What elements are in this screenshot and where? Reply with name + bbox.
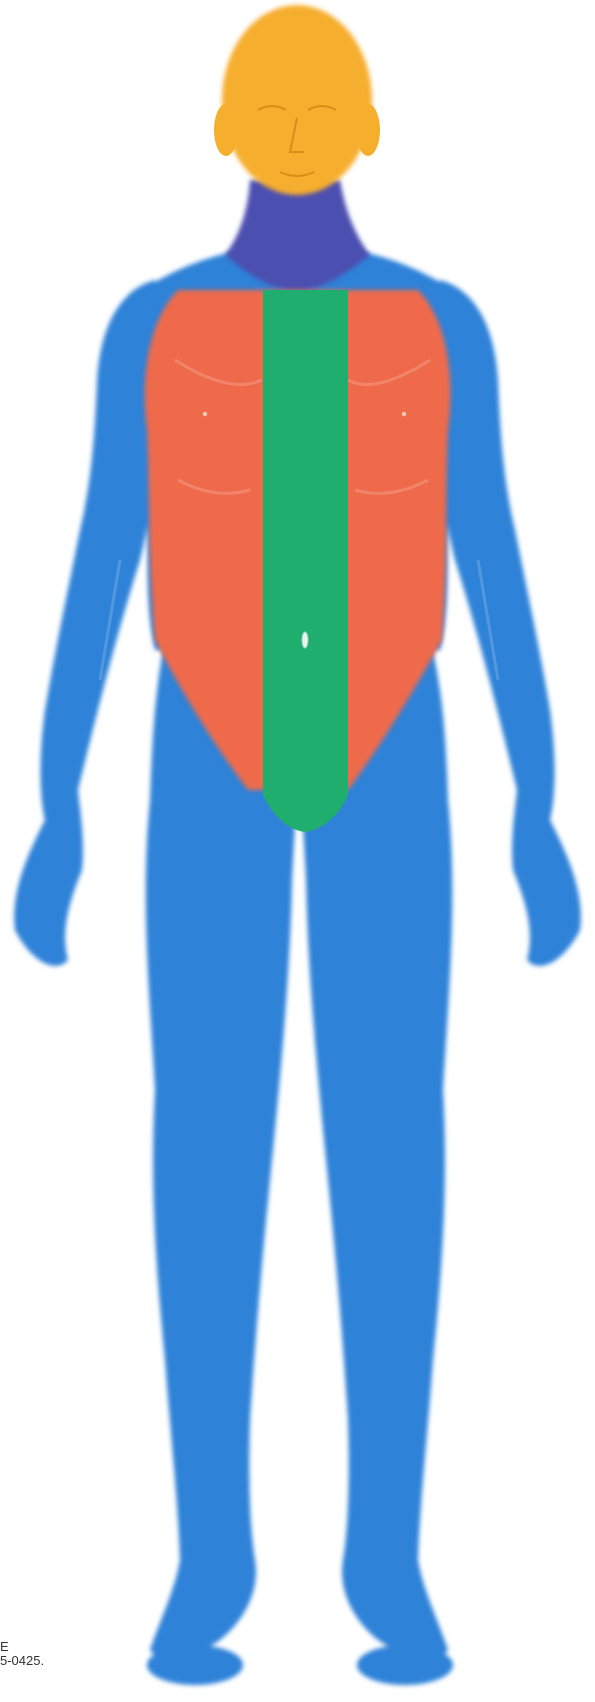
torso-midline-region xyxy=(263,290,348,832)
navel-mark xyxy=(302,632,308,648)
left-foot xyxy=(147,1645,243,1685)
right-nipple-mark xyxy=(402,412,406,416)
left-nipple-mark xyxy=(203,412,207,416)
head-region xyxy=(214,5,380,195)
right-foot xyxy=(357,1645,453,1685)
caption-line-1: E xyxy=(0,1640,44,1654)
caption: E 5-0425. xyxy=(0,1640,44,1668)
caption-line-2: 5-0425. xyxy=(0,1654,44,1668)
